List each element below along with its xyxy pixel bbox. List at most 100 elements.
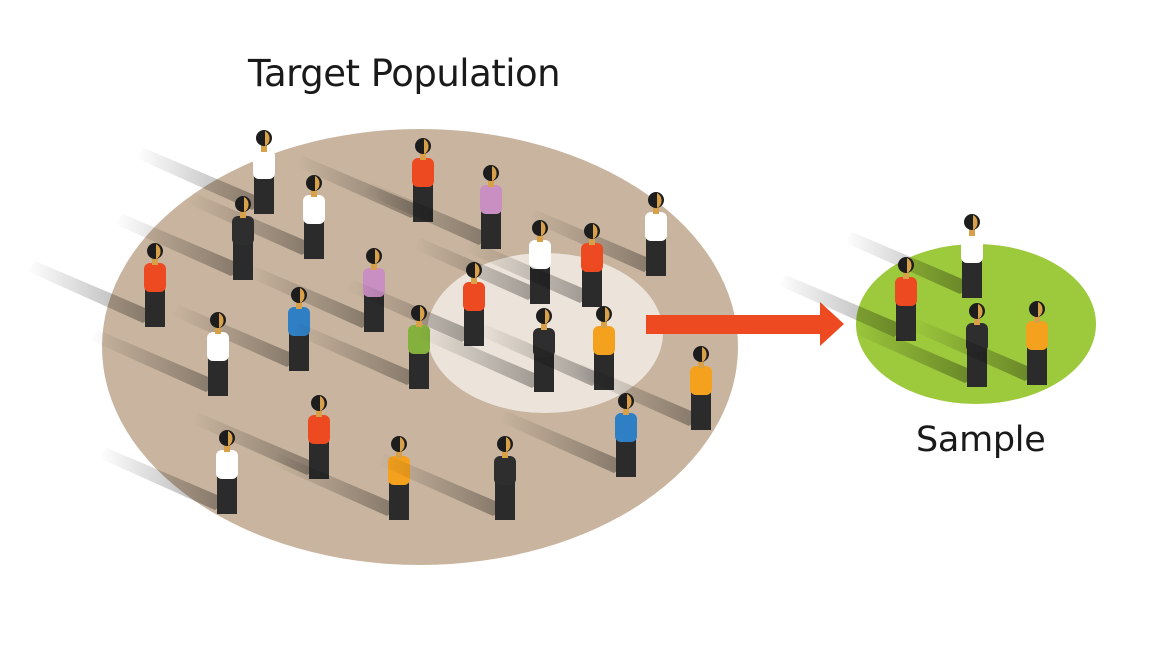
- person-shadow: [778, 275, 908, 337]
- person-shirt: [207, 332, 229, 361]
- person-head: [584, 223, 600, 239]
- person-legs: [691, 392, 711, 430]
- sample-person-icon: [909, 301, 1048, 385]
- person-shirt: [216, 450, 238, 479]
- person-legs: [646, 238, 666, 276]
- population-person-icon: [99, 430, 238, 514]
- person-shirt: [1026, 321, 1048, 350]
- population-person-icon: [464, 223, 603, 307]
- population-person-icon: [498, 393, 637, 477]
- person-shirt: [308, 415, 330, 444]
- person-shadow: [377, 454, 507, 516]
- person-head: [366, 248, 382, 264]
- population-person-icon: [115, 196, 254, 280]
- person-shadow: [291, 323, 421, 385]
- person-shadow: [246, 266, 376, 328]
- person-head: [532, 220, 548, 236]
- person-shirt: [480, 185, 502, 214]
- person-head: [898, 257, 914, 273]
- person-head: [210, 312, 226, 328]
- person-head: [693, 346, 709, 362]
- population-person-icon: [136, 130, 275, 214]
- population-person-icon: [346, 262, 485, 346]
- person-head: [256, 130, 272, 146]
- person-head: [147, 243, 163, 259]
- person-legs: [208, 358, 228, 396]
- person-shadow: [346, 280, 476, 342]
- person-shirt: [645, 212, 667, 241]
- person-shirt: [144, 263, 166, 292]
- person-shadow: [849, 321, 979, 383]
- person-head: [466, 262, 482, 278]
- person-shadow: [27, 261, 157, 323]
- person-shadow: [271, 454, 401, 516]
- arrow-right-icon: [646, 302, 844, 346]
- person-legs: [304, 221, 324, 259]
- person-shadow: [115, 214, 245, 276]
- person-legs: [481, 211, 501, 249]
- person-head: [219, 430, 235, 446]
- person-shirt: [690, 366, 712, 395]
- person-shadow: [136, 148, 266, 210]
- sample-person-icon: [778, 257, 917, 341]
- person-shirt: [529, 240, 551, 269]
- person-shadow: [171, 305, 301, 367]
- sample-person-icon: [849, 303, 988, 387]
- person-head: [311, 395, 327, 411]
- person-shadow: [99, 448, 229, 510]
- person-shadow: [476, 324, 606, 386]
- person-shadow: [573, 364, 703, 426]
- person-shadow: [363, 183, 493, 245]
- person-shadow: [464, 241, 594, 303]
- person-shadow: [909, 319, 1039, 381]
- person-legs: [289, 333, 309, 371]
- person-legs: [233, 242, 253, 280]
- person-shirt: [494, 456, 516, 485]
- person-legs: [582, 269, 602, 307]
- person-head: [391, 436, 407, 452]
- person-legs: [409, 351, 429, 389]
- population-person-icon: [573, 346, 712, 430]
- person-shadow: [90, 330, 220, 392]
- person-shirt: [961, 234, 983, 263]
- population-person-icon: [27, 243, 166, 327]
- person-head: [618, 393, 634, 409]
- sample-label: Sample: [916, 420, 1046, 460]
- person-head: [536, 308, 552, 324]
- person-head: [411, 305, 427, 321]
- person-head: [415, 138, 431, 154]
- person-legs: [254, 176, 274, 214]
- person-shirt: [895, 277, 917, 306]
- person-head: [497, 436, 513, 452]
- person-shadow: [498, 411, 628, 473]
- person-shirt: [303, 195, 325, 224]
- person-head: [306, 175, 322, 191]
- person-head: [483, 165, 499, 181]
- target-population-title: Target Population: [248, 52, 561, 95]
- population-person-icon: [363, 165, 502, 249]
- person-legs: [389, 482, 409, 520]
- person-head: [291, 287, 307, 303]
- person-legs: [896, 303, 916, 341]
- person-head: [235, 196, 251, 212]
- person-head: [969, 303, 985, 319]
- population-person-icon: [171, 287, 310, 371]
- person-legs: [464, 308, 484, 346]
- person-head: [596, 306, 612, 322]
- people-layer: [27, 130, 1048, 520]
- person-shirt: [412, 158, 434, 187]
- person-legs: [495, 482, 515, 520]
- person-legs: [217, 476, 237, 514]
- person-legs: [962, 260, 982, 298]
- person-shirt: [253, 150, 275, 179]
- person-shirt: [463, 282, 485, 311]
- person-head: [1029, 301, 1045, 317]
- person-shirt: [615, 413, 637, 442]
- person-legs: [145, 289, 165, 327]
- population-person-icon: [291, 305, 430, 389]
- person-shadow: [416, 326, 546, 388]
- population-person-icon: [377, 436, 516, 520]
- person-shirt: [593, 326, 615, 355]
